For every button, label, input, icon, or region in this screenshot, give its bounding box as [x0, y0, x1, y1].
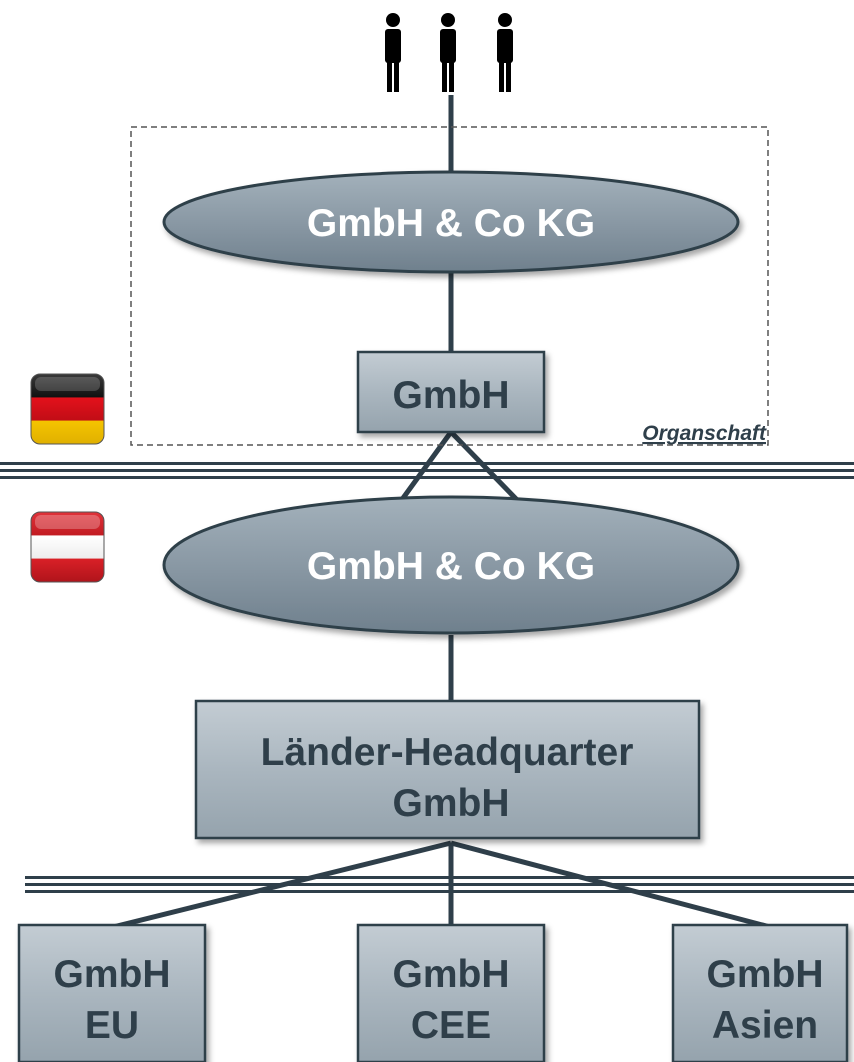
person-icon [385, 13, 401, 92]
subsidiary-cee-label-line2: CEE [411, 1004, 491, 1047]
top-gmbh-node [356, 350, 546, 434]
germany-flag-icon [30, 373, 105, 445]
headquarter-node [194, 699, 701, 840]
subsidiary-asien-label-line2: Asien [712, 1004, 818, 1047]
subsidiary-eu-label-line2: EU [85, 1004, 139, 1047]
subsidiary-cee-node [356, 923, 546, 1062]
person-icon [440, 13, 456, 92]
border-separator-de-at [0, 462, 854, 479]
organschaft-boundary [130, 126, 769, 446]
headquarter-label-line1: Länder-Headquarter [261, 731, 634, 774]
subsidiary-asien-label-line1: GmbH [707, 953, 824, 996]
person-icon [497, 13, 513, 92]
subsidiary-cee-label-line1: GmbH [393, 953, 510, 996]
middle-partnership-label: GmbH & Co KG [307, 545, 595, 588]
top-partnership-label: GmbH & Co KG [307, 202, 595, 245]
subsidiary-asien-node [671, 923, 849, 1062]
shareholders-group [385, 13, 513, 92]
organschaft-label: Organschaft [642, 422, 767, 445]
headquarter-label-line2: GmbH [393, 782, 510, 825]
middle-partnership-node [162, 495, 740, 635]
top-gmbh-label: GmbH [393, 374, 510, 417]
border-separator-international [25, 876, 854, 893]
subsidiary-eu-label-line1: GmbH [54, 953, 171, 996]
top-partnership-node [162, 170, 740, 274]
austria-flag-icon [30, 511, 105, 583]
subsidiary-eu-node [17, 923, 207, 1062]
